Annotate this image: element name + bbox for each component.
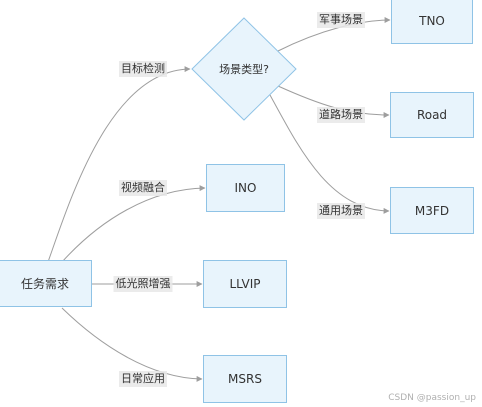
ino-node: INO bbox=[206, 164, 285, 212]
watermark: CSDN @passion_up bbox=[388, 393, 476, 403]
road-node: Road bbox=[390, 92, 474, 138]
edge-label-road-scene: 道路场景 bbox=[317, 107, 365, 123]
edge-label-object-detection: 目标检测 bbox=[119, 61, 167, 77]
m3fd-node: M3FD bbox=[390, 187, 474, 234]
edge-label-military: 军事场景 bbox=[317, 12, 365, 28]
edge-task-to-msrs bbox=[61, 307, 203, 382]
edge-task-to-ino bbox=[61, 185, 206, 263]
decision-diamond bbox=[191, 17, 297, 121]
msrs-node: MSRS bbox=[203, 355, 287, 403]
scene-type-decision-label: 场景类型? bbox=[219, 63, 269, 76]
edge-label-daily-use: 日常应用 bbox=[119, 371, 167, 387]
edge-task-to-scene bbox=[47, 66, 191, 263]
edge-label-general-scene: 通用场景 bbox=[317, 203, 365, 219]
edge-label-low-light: 低光照增强 bbox=[113, 276, 173, 292]
tno-node: TNO bbox=[391, 0, 473, 44]
edge-label-video-fusion: 视频融合 bbox=[119, 180, 167, 196]
llvip-node: LLVIP bbox=[203, 260, 287, 308]
edge-scene-to-m3fd bbox=[269, 94, 390, 214]
task-node: 任务需求 bbox=[0, 260, 92, 307]
